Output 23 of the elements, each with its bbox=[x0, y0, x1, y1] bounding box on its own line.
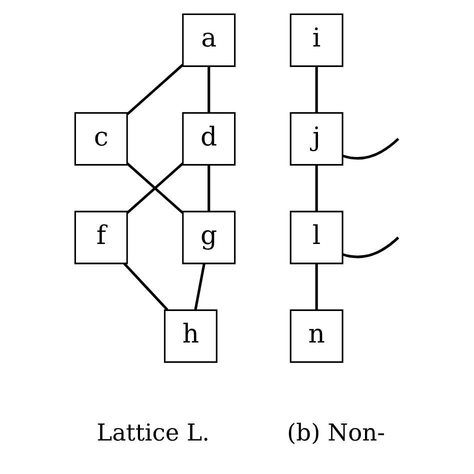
label: Lattice L. bbox=[96, 418, 210, 446]
node-box: g bbox=[182, 210, 236, 264]
connector bbox=[208, 164, 210, 211]
node-box: j bbox=[290, 112, 344, 166]
node-box: f bbox=[74, 210, 128, 264]
node-box: l bbox=[290, 210, 344, 264]
node-box: d bbox=[182, 112, 236, 166]
connector bbox=[315, 263, 318, 310]
connector bbox=[208, 66, 210, 112]
connector bbox=[315, 66, 318, 112]
label: (b) Non- bbox=[287, 418, 386, 446]
node-box: a bbox=[182, 13, 236, 66]
connector bbox=[194, 262, 206, 310]
connector bbox=[315, 164, 318, 211]
node-box: i bbox=[290, 13, 344, 66]
node-box: n bbox=[290, 308, 344, 362]
node-box: h bbox=[164, 308, 218, 362]
connector bbox=[342, 236, 400, 258]
connector bbox=[342, 137, 400, 160]
connector bbox=[126, 162, 184, 214]
connector bbox=[126, 63, 184, 115]
connector bbox=[123, 262, 168, 310]
node-box: c bbox=[74, 112, 128, 166]
